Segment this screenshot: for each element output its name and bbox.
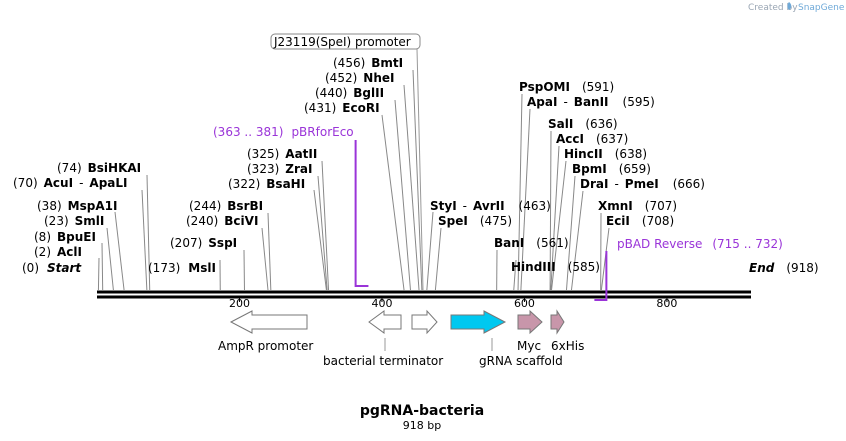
feature-ampr-promoter-label: AmpR promoter (218, 339, 313, 353)
site-leader-line (146, 174, 151, 291)
site-acui-apali[interactable]: (70)AcuI-ApaLI (13, 176, 128, 190)
ruler-tick-label: 200 (229, 297, 250, 310)
feature-6xhis-label: 6xHis (551, 339, 584, 353)
feature-6xhis-arrow[interactable] (550, 309, 565, 335)
site-bpuei[interactable]: (8)BpuEI (34, 230, 96, 244)
ruler-tick-label: 600 (514, 297, 535, 310)
site-ecori[interactable]: (431)EcoRI (304, 101, 380, 115)
dna-backbone (97, 290, 751, 299)
site-bsihkai[interactable]: (74)BsiHKAI (57, 161, 141, 175)
site-leader-line (426, 211, 434, 291)
site-bsahi[interactable]: (322)BsaHI (228, 177, 305, 191)
site-bani[interactable]: BanI(561) (494, 236, 569, 250)
site-leader-line (517, 93, 523, 291)
site-bcivi[interactable]: (240)BciVI (186, 214, 258, 228)
site-leader-line (570, 190, 584, 291)
site-mspa1i[interactable]: (38)MspA1I (37, 199, 117, 213)
site-bmti[interactable]: (456)BmtI (333, 56, 403, 70)
site-drai-pmei[interactable]: DraI-PmeI(666) (580, 177, 705, 191)
feature-grna-scaffold-label: gRNA scaffold (479, 354, 563, 368)
site-leader-line (520, 108, 531, 291)
site-leader-line (394, 99, 411, 291)
site-leader-line (550, 145, 560, 291)
primer-pbrforeco-arrow[interactable] (354, 140, 369, 287)
site-spei[interactable]: SpeI(475) (438, 214, 512, 228)
map-length: 918 bp (403, 419, 441, 432)
bp-ruler: 200 400 600 800 (229, 297, 677, 310)
site-pspomi[interactable]: PspOMI(591) (519, 80, 614, 94)
site-styi-avrii[interactable]: StyI-AvrII(463) (430, 199, 551, 213)
site-leader-line (513, 259, 517, 291)
site-sali[interactable]: SalI(636) (548, 117, 618, 131)
site-bsrbi[interactable]: (244)BsrBI (189, 199, 263, 213)
feature-myc-label: Myc (517, 339, 541, 353)
site-leader-line (403, 84, 420, 291)
feature-bacterial-terminator-2-arrow[interactable] (411, 309, 438, 335)
features: AmpR promoter bacterial terminator gRNA … (218, 309, 584, 368)
site-leader-line (412, 69, 423, 291)
primer-pbad-reverse[interactable]: pBAD Reverse(715 .. 732) (617, 237, 783, 251)
primer-pbrforeco[interactable]: (363 .. 381)pBRforEco (213, 125, 354, 139)
site-leader-line (141, 189, 148, 291)
site-end[interactable]: End(918) (749, 261, 819, 275)
site-hincii[interactable]: HincII(638) (564, 147, 647, 161)
feature-myc-arrow[interactable] (517, 309, 543, 335)
ruler-tick-label: 800 (656, 297, 677, 310)
site-leader-line (549, 130, 552, 291)
site-sspi[interactable]: (207)SspI (170, 236, 237, 250)
primers: (363 .. 381)pBRforEco pBAD Reverse(715 .… (213, 125, 783, 301)
site-apai-banii[interactable]: ApaI-BanII(595) (527, 95, 655, 109)
site-leader-line (434, 227, 442, 291)
promoter-callout-label: J23119(SpeI) promoter (273, 35, 411, 49)
site-nhei[interactable]: (452)NheI (325, 71, 394, 85)
site-leader-line (106, 227, 114, 291)
snapgene-logo-icon (787, 2, 792, 10)
ruler-tick-label: 400 (371, 297, 392, 310)
site-leader-line (600, 227, 610, 291)
site-leader-line (381, 114, 405, 291)
site-xmni[interactable]: XmnI(707) (598, 199, 677, 213)
site-leader-line (317, 175, 328, 291)
feature-grna-scaffold-arrow[interactable] (450, 310, 507, 334)
site-hindiii[interactable]: HindIII(585) (511, 260, 600, 274)
feature-bacterial-terminator-label: bacterial terminator (323, 354, 443, 368)
site-start[interactable]: (0)Start (22, 261, 82, 275)
promoter-callout-box (270, 33, 421, 50)
site-leader-line (97, 257, 100, 291)
credit-brand: SnapGene (798, 3, 845, 13)
feature-bacterial-terminator-arrow[interactable] (368, 310, 402, 334)
feature-ampr-promoter-arrow[interactable] (229, 310, 308, 334)
site-smli[interactable]: (23)SmlI (44, 214, 104, 228)
site-bpmi[interactable]: BpmI(659) (572, 162, 651, 176)
promoter-callout-leader (416, 48, 424, 291)
promoter-callout[interactable]: J23119(SpeI) promoter (270, 33, 424, 291)
site-leader-line (101, 242, 104, 291)
site-leader-line (267, 212, 272, 291)
site-acli[interactable]: (2)AclI (34, 245, 82, 259)
site-leader-line (114, 211, 125, 291)
site-leader-line (313, 189, 327, 291)
site-leader-line (565, 175, 576, 291)
snapgene-credit[interactable]: Created by SnapGene (748, 2, 845, 13)
site-aatii[interactable]: (325)AatII (247, 147, 317, 161)
site-leader-line (321, 160, 330, 291)
site-leader-line (551, 160, 567, 291)
credit-prefix: Created by (748, 3, 798, 13)
restriction-sites: (0)Start (2)AclI (8)BpuEI (23)SmlI (38)M… (13, 56, 819, 275)
site-zrai[interactable]: (323)ZraI (247, 162, 312, 176)
map-title: pgRNA-bacteria (360, 403, 484, 419)
primer-pbad-reverse-arrow[interactable] (594, 251, 608, 301)
site-bglii[interactable]: (440)BglII (315, 86, 384, 100)
site-leader-lines (97, 69, 610, 291)
site-msli[interactable]: (173)MslI (148, 261, 216, 275)
site-ecii[interactable]: EciI(708) (606, 214, 674, 228)
site-acci[interactable]: AccI(637) (556, 132, 628, 146)
site-leader-line (261, 227, 269, 291)
